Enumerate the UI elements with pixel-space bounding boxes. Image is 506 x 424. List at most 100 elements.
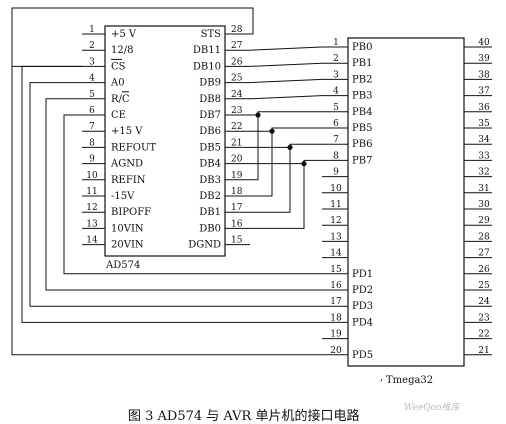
ad574-pin-number: 10 (86, 171, 98, 181)
atmega32-pin-label: PB1 (352, 58, 372, 69)
atmega32-pin-number: 29 (478, 216, 490, 226)
ad574-pin-label: 12/8 (111, 45, 133, 56)
atmega32-pin-number: 33 (478, 151, 490, 161)
atmega32-pin-label: PB4 (352, 107, 372, 118)
ad574-pin-number: 7 (89, 122, 95, 132)
ad574-pin-number: 8 (89, 138, 95, 148)
data-bus-wire (250, 143, 322, 148)
ad574-pin-number: 17 (231, 203, 243, 213)
atmega32-pin-number: 2 (333, 54, 339, 64)
atmega32-pin-number: 30 (478, 200, 490, 210)
ad574-pin-label: DB4 (199, 159, 221, 170)
ad574-pin-label: +5 V (111, 29, 137, 40)
ad574-pin-label: DB0 (199, 223, 221, 234)
atmega32-pin-number: 13 (330, 232, 342, 242)
ad574-pin-label: DGND (188, 240, 221, 251)
ad574-pin-label: -15V (111, 191, 135, 202)
atmega32-pin-number: 12 (330, 216, 341, 226)
atmega32-pin-number: 14 (330, 249, 342, 259)
ad574-pin-number: 25 (231, 74, 243, 84)
atmega32-pin-number: 8 (333, 151, 339, 161)
atmega32-pin-number: 27 (478, 249, 490, 259)
ad574-pin-label: REFOUT (111, 142, 156, 153)
ad574-pin-label: STS (201, 29, 222, 40)
ad574-pin-label: A0 (110, 78, 125, 89)
ad574-body (104, 25, 226, 257)
atmega32-pin-label: PD2 (352, 285, 373, 296)
data-bus-wire (250, 131, 273, 197)
ad574-pin-label: 20VIN (111, 240, 144, 251)
ad574-pin-number: 24 (231, 90, 243, 100)
ad574-pin-label: 10VIN (111, 223, 144, 234)
ad574-pin-number: 2 (89, 41, 95, 51)
atmega32-chip: Tmega32 , (347, 37, 465, 386)
atmega32-pin-number: 18 (330, 313, 342, 323)
figure-caption: 图 3 AD574 与 AVR 单片机的接口电路 (128, 408, 359, 424)
atmega32-pin-number: 6 (333, 119, 339, 129)
ad574-pin-label: +15 V (111, 126, 143, 137)
atmega32-pin-label: PB6 (352, 139, 372, 150)
atmega32-pin-label: PD4 (352, 317, 373, 328)
ad574-pin-number: 5 (89, 90, 95, 100)
data-bus-wire (249, 46, 323, 51)
atmega32-pin-number: 34 (478, 135, 490, 145)
ad574-pin-label: DB3 (199, 175, 221, 186)
ad574-pin-label: CS (111, 61, 126, 72)
ad574-pin-number: 14 (86, 236, 98, 246)
ad574-pin-number: 28 (231, 25, 243, 35)
atmega32-pin-number: 21 (478, 346, 489, 356)
ad574-pin-number: 1 (89, 25, 95, 35)
data-bus-wire (250, 159, 322, 165)
data-bus-wire (250, 127, 322, 132)
data-bus-wire (249, 78, 323, 84)
atmega32-pin-number: 23 (478, 313, 490, 323)
atmega32-pin-number: 25 (478, 281, 490, 291)
ad574-pin-number: 11 (86, 187, 97, 197)
data-bus-wire (249, 62, 323, 67)
ad574-pin-label: DB9 (199, 78, 221, 89)
ad574-pin-label: DB2 (199, 191, 221, 202)
ad574-pin-number: 3 (89, 57, 95, 67)
ad574-pin-label: AGND (110, 159, 143, 170)
ad574-pin-number: 9 (89, 155, 95, 165)
atmega32-pin-number: 36 (478, 103, 490, 113)
cs-wire (21, 65, 322, 323)
ad574-pin-number: 20 (231, 155, 243, 165)
atmega32-pin-number: 17 (330, 297, 342, 307)
junction-dot (269, 128, 275, 134)
atmega32-pin-number: 16 (330, 281, 342, 291)
data-bus-wire (250, 111, 322, 116)
ad574-pin-number: 26 (231, 57, 243, 67)
ad574-pin-number: 27 (231, 41, 243, 51)
atmega32-pin-number: 19 (330, 330, 342, 340)
ad574-pin-number: 12 (86, 203, 97, 213)
ce-wire (63, 114, 322, 275)
atmega32-pin-number: 10 (330, 184, 342, 194)
atmega32-pin-number: 15 (330, 265, 342, 275)
atmega32-pin-label: PB3 (352, 91, 372, 102)
atmega32-pin-number: 1 (333, 38, 339, 48)
atmega32-pin-number: 22 (478, 330, 489, 340)
ad574-pin-number: 21 (231, 138, 242, 148)
atmega32-pin-number: 24 (478, 297, 490, 307)
ad574-pin-number: 16 (231, 219, 243, 229)
sts-wire (11, 66, 322, 356)
data-bus-wire (250, 115, 259, 181)
ad574-pin-number: 4 (89, 74, 95, 84)
ad574-name: AD574 (105, 260, 140, 271)
atmega32-pin-number: 40 (478, 38, 490, 48)
ad574-pin-number: 13 (86, 219, 98, 229)
connection-wires (11, 7, 323, 356)
atmega32-pin-number: 20 (330, 346, 342, 356)
atmega32-pin-number: 35 (478, 119, 490, 129)
ad574-pin-label: DB7 (199, 110, 221, 121)
atmega32-pin-label: PB7 (352, 155, 372, 166)
atmega32-pin-number: 28 (478, 232, 490, 242)
ad574-pin-label: DB8 (199, 94, 221, 105)
atmega32-pin-number: 9 (333, 168, 339, 178)
atmega32-pin-number: 3 (333, 70, 339, 80)
atmega32-pin-number: 38 (478, 70, 490, 80)
atmega32-pin-label: PB2 (352, 74, 372, 85)
